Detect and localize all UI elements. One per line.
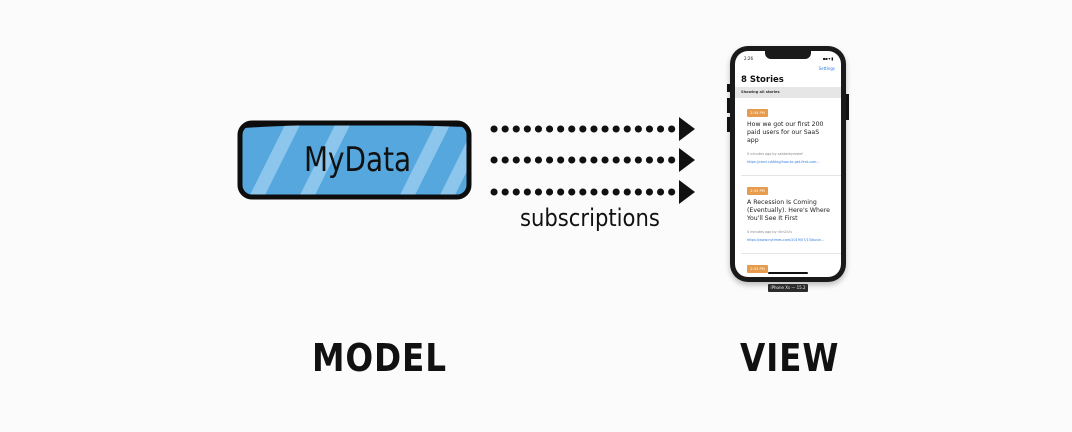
phone-mockup: 2:26 ▪▪ ▾ ▮ Settings 8 Stories Showing a… bbox=[727, 46, 849, 282]
phone-volume-up bbox=[727, 98, 730, 113]
story-item[interactable]: 2:33 PM bbox=[735, 254, 841, 277]
story-meta: 0 minutes ago by sabbeleyrestef bbox=[747, 152, 803, 156]
arrow-1 bbox=[490, 117, 695, 141]
stories-title: 8 Stories bbox=[741, 75, 784, 85]
story-title: How we got our first 200 paid users for … bbox=[747, 121, 824, 144]
phone-notch bbox=[765, 51, 811, 59]
story-separator bbox=[741, 253, 841, 254]
device-caption: iPhone Xs — 15.2 bbox=[768, 284, 808, 292]
phone-power-button bbox=[846, 94, 849, 120]
story-time-badge: 2:34 PM bbox=[747, 109, 768, 117]
subscription-arrows bbox=[490, 117, 695, 204]
story-item[interactable]: 2:34 PM How we got our first 200 paid us… bbox=[735, 98, 841, 176]
model-caption: MODEL bbox=[312, 336, 447, 380]
story-time-badge: 2:33 PM bbox=[747, 265, 768, 273]
home-indicator bbox=[768, 272, 808, 274]
story-url[interactable]: https://rearl.cd/blog/how-to-get-first-u… bbox=[747, 160, 820, 164]
story-time-badge: 2:33 PM bbox=[747, 187, 768, 195]
settings-link[interactable]: Settings bbox=[818, 66, 835, 71]
box-stripes bbox=[250, 125, 467, 195]
story-separator bbox=[741, 175, 841, 176]
status-time: 2:26 bbox=[744, 56, 753, 61]
mydata-box bbox=[237, 120, 472, 200]
phone-side-button bbox=[727, 84, 730, 92]
story-url[interactable]: https://www.nytimes.com/2019/07/13/busin… bbox=[747, 238, 825, 242]
phone-volume-down bbox=[727, 117, 730, 132]
story-title: A Recession Is Coming (Eventually). Here… bbox=[747, 199, 830, 222]
story-meta: 4 minutes ago by r0m2r2v bbox=[747, 230, 793, 234]
mydata-label: MyData bbox=[304, 140, 412, 180]
filter-bar[interactable]: Showing all stories bbox=[735, 87, 841, 98]
filter-text: Showing all stories bbox=[741, 90, 780, 94]
arrow-2 bbox=[490, 148, 695, 172]
phone-screen: 2:26 ▪▪ ▾ ▮ Settings 8 Stories Showing a… bbox=[735, 51, 841, 277]
subscriptions-label: subscriptions bbox=[520, 204, 660, 232]
view-caption: VIEW bbox=[740, 336, 840, 380]
story-item[interactable]: 2:33 PM A Recession Is Coming (Eventuall… bbox=[735, 176, 841, 254]
status-icons: ▪▪ ▾ ▮ bbox=[822, 56, 834, 61]
arrow-3 bbox=[490, 180, 695, 204]
